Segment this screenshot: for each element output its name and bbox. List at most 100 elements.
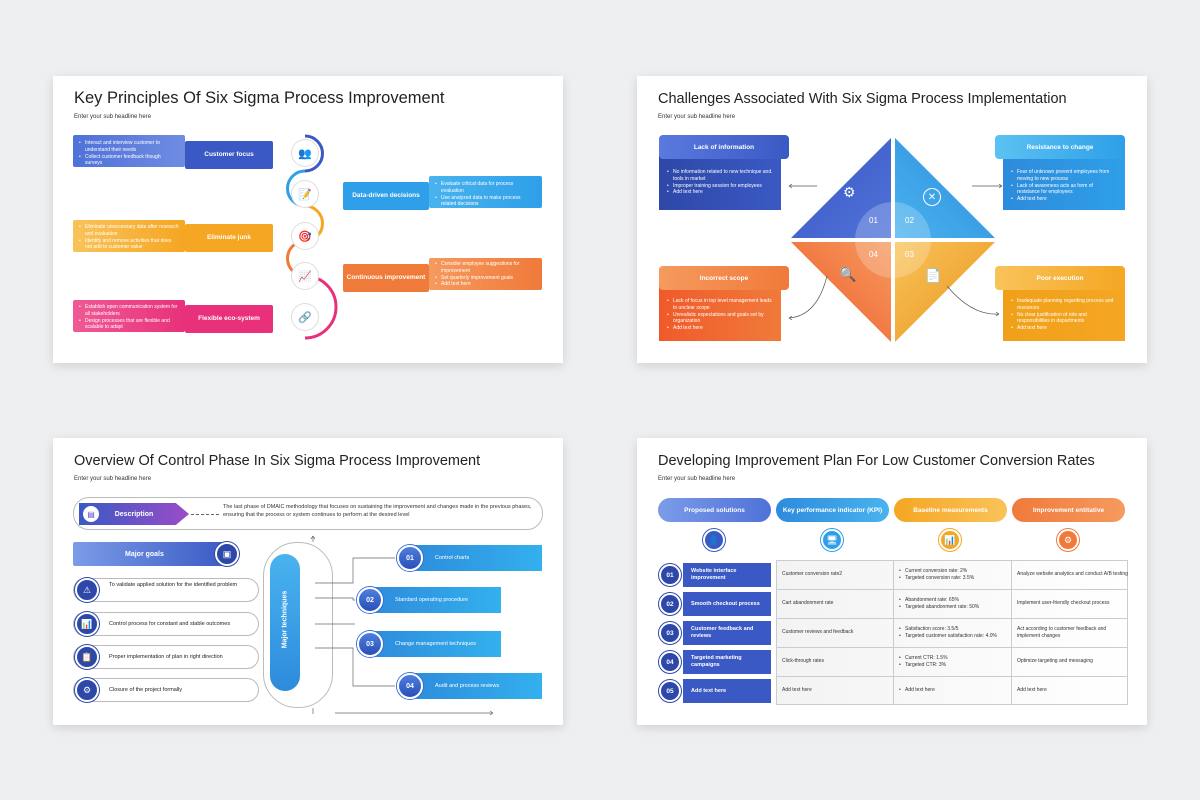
header-kpi[interactable]: Key performance indicator (KPI): [776, 498, 889, 522]
principle-4-label[interactable]: Continuous improvement: [343, 264, 429, 292]
bullet: Eliminate unnecessary data after researc…: [79, 224, 179, 238]
bullet: Targeted CTR: 3%: [899, 662, 948, 669]
solution-5[interactable]: Add text here: [683, 679, 771, 703]
col-divider: [1011, 560, 1012, 705]
bullet: Targeted abandonment rate: 50%: [899, 604, 979, 611]
slide-title: Challenges Associated With Six Sigma Pro…: [658, 91, 1067, 107]
slide-improvement-plan[interactable]: Developing Improvement Plan For Low Cust…: [637, 438, 1147, 725]
bullet: Set quarterly improvement goals: [435, 275, 536, 282]
quadrant-01[interactable]: [791, 138, 891, 238]
bullet: Inadequate planning regarding process an…: [1011, 298, 1117, 312]
bullet: Current conversion rate: 2%: [899, 568, 974, 575]
bullet: No clear justification of role and respo…: [1011, 312, 1117, 326]
initiative-1: Analyze website analytics and conduct A/…: [1017, 571, 1128, 578]
bullet: Abandonment rate: 65%: [899, 597, 979, 604]
technique-4-bar[interactable]: Audit and process reviews: [409, 673, 542, 699]
principle-1-label[interactable]: Customer focus: [185, 141, 273, 169]
challenge-2-body: Fear of unknown prevent employees from m…: [1003, 149, 1125, 210]
header-baseline[interactable]: Baseline measurements: [894, 498, 1007, 522]
technique-1-label: Control charts: [435, 555, 470, 561]
principle-3-label[interactable]: Eliminate junk: [185, 224, 273, 252]
bullet: Lack of focus in top level management le…: [667, 298, 773, 312]
principle-4-detail: Consider employee suggestions for improv…: [429, 258, 542, 290]
solution-4[interactable]: Targeted marketing campaigns: [683, 650, 771, 674]
baseline-3: Satisfaction score: 3.5/5Targeted custom…: [893, 618, 1011, 647]
technique-2-number: 02: [357, 587, 383, 613]
slide-subtitle: Enter your sub headline here: [74, 476, 152, 482]
slide-control-phase[interactable]: Overview Of Control Phase In Six Sigma P…: [53, 438, 563, 725]
bar-chart-icon: 📊: [939, 529, 961, 551]
magnifier-chart-icon: 🔍: [839, 266, 857, 282]
col-divider: [893, 560, 894, 705]
description-text: The last phase of DMAIC methodology that…: [223, 504, 532, 518]
quadrant-02[interactable]: [895, 138, 995, 238]
bullet: Interact and interview customer to under…: [79, 140, 179, 154]
slide-challenges[interactable]: Challenges Associated With Six Sigma Pro…: [637, 76, 1147, 363]
quadrant-03[interactable]: [895, 242, 995, 342]
technique-4-label: Audit and process reviews: [435, 683, 500, 689]
technique-4-number: 04: [397, 673, 423, 699]
gear-icon: ⚙: [75, 678, 99, 702]
row-number-5: 05: [659, 680, 681, 702]
principle-3-detail: Eliminate unnecessary data after researc…: [73, 220, 185, 252]
row-divider: [776, 676, 1128, 677]
initiative-2: Implement user-friendly checkout process: [1017, 600, 1110, 607]
bullet: Lack of awareness acts as form of resist…: [1011, 183, 1117, 197]
quadrant-label-03: 03: [905, 250, 914, 259]
bullet: Add text here: [1011, 325, 1117, 332]
target-icon: 🎯: [292, 223, 318, 249]
slide-title: Key Principles Of Six Sigma Process Impr…: [74, 89, 445, 107]
slide-subtitle: Enter your sub headline here: [658, 476, 736, 482]
quadrant-label-02: 02: [905, 216, 914, 225]
description-connector: [191, 514, 219, 515]
initiative-4: Optimize targeting and messaging: [1017, 658, 1093, 665]
technique-connectors: [310, 535, 494, 716]
bullet: Satisfaction score: 3.5/5: [899, 626, 997, 633]
technique-3-number: 03: [357, 631, 383, 657]
header-proposed-solutions[interactable]: Proposed solutions: [658, 498, 771, 522]
bullet: Add text here: [667, 189, 773, 196]
initiative-5: Add text here: [1017, 687, 1047, 694]
bullet: Improper training session for employees: [667, 183, 773, 190]
challenge-1-body: No information related to new technique …: [659, 149, 781, 210]
document-error-icon: 📄: [925, 268, 942, 283]
challenge-3-heading[interactable]: Incorrect scope: [659, 266, 789, 290]
goal-2: Control process for constant and stable …: [109, 621, 231, 627]
goal-row: [73, 612, 259, 636]
challenge-1-heading[interactable]: Lack of information: [659, 135, 789, 159]
slide-title: Overview Of Control Phase In Six Sigma P…: [74, 453, 481, 469]
major-goals-header[interactable]: Major goals: [73, 542, 229, 566]
idea-gear-icon: ⚙: [1057, 529, 1079, 551]
monitor-icon: 🖥: [821, 529, 843, 551]
principle-1-bullets: Interact and interview customer to under…: [73, 135, 185, 172]
slide-title: Developing Improvement Plan For Low Cust…: [658, 453, 1095, 469]
principle-1-detail: Interact and interview customer to under…: [73, 135, 185, 167]
bullet: Add text here: [667, 325, 773, 332]
challenge-2-heading[interactable]: Resistance to change: [995, 135, 1125, 159]
technique-1-bar[interactable]: Control charts: [409, 545, 542, 571]
row-divider: [776, 589, 1128, 590]
solution-1[interactable]: Website interface improvement: [683, 563, 771, 587]
document-icon: ▤: [83, 506, 99, 522]
bullet: Collect customer feedback though surveys: [79, 154, 179, 168]
bullet: Targeted customer satisfaction rate: 4.0…: [899, 633, 997, 640]
goal-row: [73, 645, 259, 669]
challenge-4-body: Inadequate planning regarding process an…: [1003, 280, 1125, 341]
principle-5-label[interactable]: Flexible eco-system: [185, 305, 273, 333]
quadrant-04[interactable]: [791, 242, 891, 342]
bullet: Evaluate critical data for process evalu…: [435, 181, 536, 195]
solution-2[interactable]: Smooth checkout process: [683, 592, 771, 616]
bullet: Add text here: [899, 687, 935, 694]
bullet: Add text here: [1011, 196, 1117, 203]
major-techniques-bar[interactable]: [270, 554, 300, 691]
technique-2-bar[interactable]: Standard operating procedure: [369, 587, 501, 613]
principle-2-label[interactable]: Data-driven decisions: [343, 182, 429, 210]
slide-subtitle: Enter your sub headline here: [658, 114, 736, 120]
solution-3[interactable]: Customer feedback and reviews: [683, 621, 771, 645]
header-improvement[interactable]: Improvement entitative: [1012, 498, 1125, 522]
challenge-4-heading[interactable]: Poor execution: [995, 266, 1125, 290]
technique-3-bar[interactable]: Change management techniques: [369, 631, 501, 657]
bullet: Consider employee suggestions for improv…: [435, 261, 536, 275]
slide-key-principles[interactable]: Key Principles Of Six Sigma Process Impr…: [53, 76, 563, 363]
bullet: Design processes that are flexible and s…: [79, 318, 179, 332]
